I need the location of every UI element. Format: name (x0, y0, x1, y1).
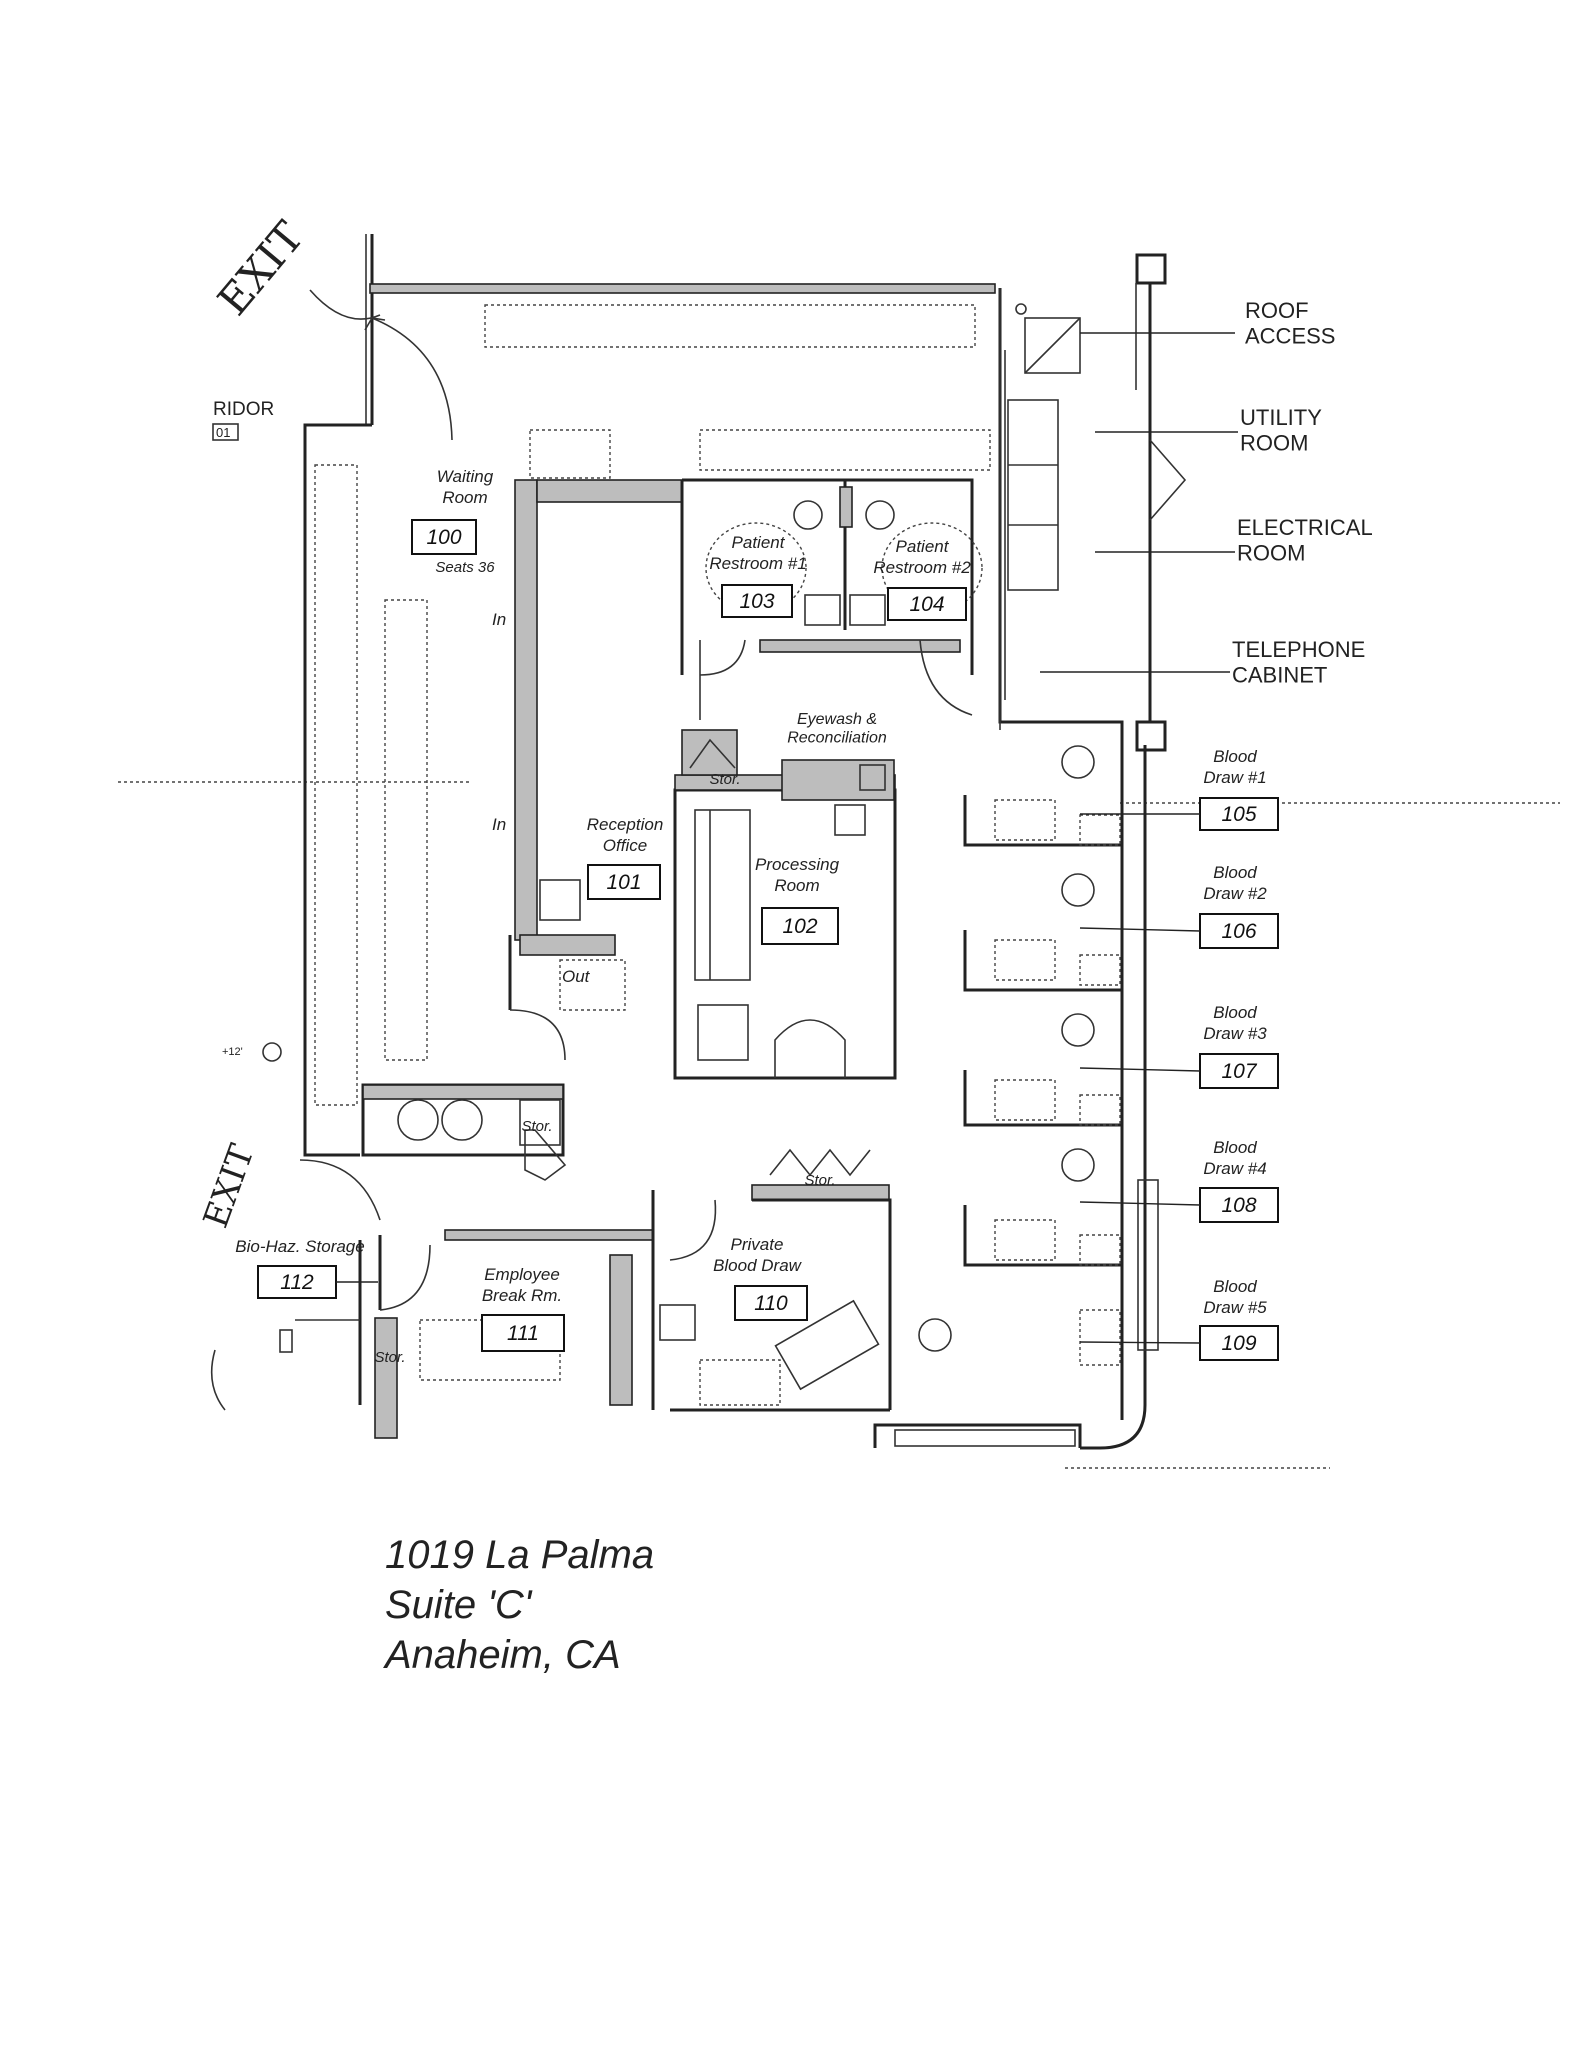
corridor-box (212, 423, 239, 441)
room-104-number: 104 (909, 593, 944, 616)
room-108-number-box (1199, 1187, 1279, 1223)
utility-electrical-block (1004, 303, 1081, 700)
elevation-marker (262, 1042, 282, 1062)
room-101-number: 101 (606, 871, 641, 894)
room-107-number-box (1199, 1053, 1279, 1089)
room-112-name: Bio-Haz. Storage (235, 1237, 364, 1256)
blood-draw-cubicles (918, 745, 1159, 1366)
room-108-number: 108 (1221, 1194, 1256, 1217)
room-109-number: 109 (1221, 1332, 1256, 1355)
stor-label-3: Stor. (804, 1172, 835, 1189)
corridor-number: 01 (216, 425, 230, 440)
room-109-leader (1079, 1341, 1201, 1344)
room-104-number-box (887, 587, 967, 621)
address-block: 1019 La Palma Suite 'C' Anaheim, CA (385, 1530, 654, 1680)
room-106-leader (1079, 927, 1201, 932)
room-107-leader (1079, 1067, 1201, 1072)
stor-label-4: Stor. (374, 1349, 405, 1366)
callout-leaders (1040, 332, 1238, 673)
room-105-number: 105 (1221, 803, 1256, 826)
restrooms (680, 478, 983, 720)
outer-walls (303, 234, 1187, 1450)
room-102-number-box (761, 907, 839, 945)
room-103-number-box (721, 584, 793, 618)
waiting-chairs-side (314, 429, 611, 1106)
address-line-2: Suite 'C' (385, 1583, 532, 1627)
reception-counter (508, 479, 683, 1061)
room-102-number: 102 (782, 915, 817, 938)
room-100-number-box (411, 519, 477, 555)
room-110-number: 110 (754, 1292, 788, 1315)
corridor-label: RIDOR (213, 399, 274, 420)
room-111-number: 111 (507, 1322, 539, 1345)
room-105-number-box (1199, 797, 1279, 831)
stor-label-1: Stor. (709, 771, 740, 788)
room-106-number: 106 (1221, 920, 1256, 943)
room-103-number: 103 (739, 590, 774, 613)
room-100-note: Seats 36 (435, 559, 495, 576)
in-label-2: In (492, 815, 506, 834)
eyewash-label: Eyewash &Reconciliation (787, 711, 887, 746)
address-line-1: 1019 La Palma (385, 1533, 655, 1577)
room-101-number-box (587, 864, 661, 900)
address-line-3: Anaheim, CA (385, 1633, 621, 1677)
room-100-number: 100 (426, 526, 461, 549)
waiting-chairs-top (484, 304, 991, 471)
exit-bottom-label: EXIT (196, 1139, 263, 1233)
room-112-number: 112 (280, 1271, 314, 1294)
exit-top-label: EXIT (208, 212, 313, 324)
room-111-number-box (481, 1314, 565, 1352)
elevation-label: +12' (222, 1046, 243, 1058)
in-label-1: In (492, 610, 506, 629)
room-107-number: 107 (1221, 1060, 1257, 1083)
out-label: Out (562, 967, 591, 986)
exit-arrow (309, 289, 453, 441)
stor-label-2: Stor. (521, 1118, 552, 1135)
room-108-leader (1079, 1201, 1201, 1206)
room-110-number-box (734, 1285, 808, 1321)
processing-room (673, 729, 897, 1080)
bottom-rooms (210, 738, 1076, 1447)
